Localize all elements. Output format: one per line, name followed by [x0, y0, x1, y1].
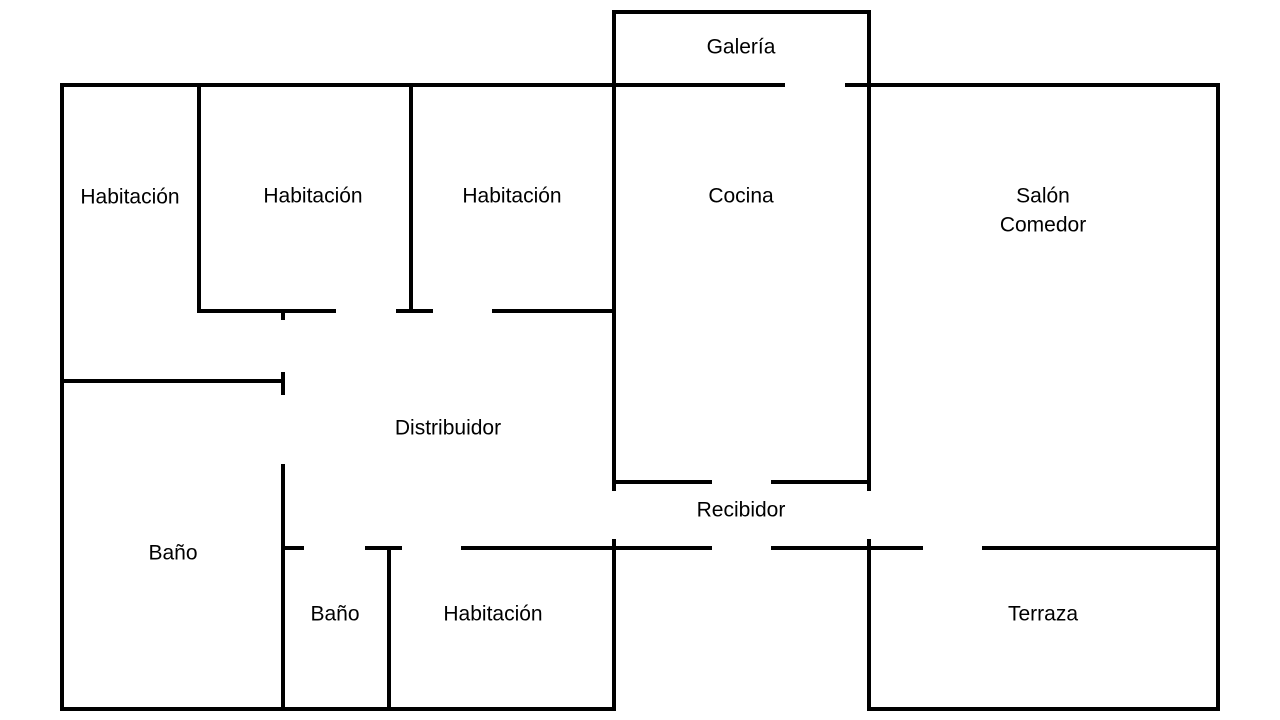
room-label-habitacion-2: Habitación — [263, 185, 362, 208]
room-label-habitacion-1: Habitación — [80, 186, 179, 209]
walls — [60, 10, 1220, 711]
room-label-salon: Salón — [1016, 185, 1070, 208]
room-label-recibidor: Recibidor — [697, 499, 786, 522]
room-labels: Galería Habitación Habitación Habitación… — [80, 36, 1086, 626]
room-label-bano-1: Baño — [148, 542, 197, 565]
room-label-habitacion-3: Habitación — [462, 185, 561, 208]
room-label-galeria: Galería — [707, 36, 776, 59]
room-label-habitacion-4: Habitación — [443, 603, 542, 626]
room-label-distribuidor: Distribuidor — [395, 417, 501, 440]
room-label-terraza: Terraza — [1008, 603, 1078, 626]
room-label-comedor: Comedor — [1000, 214, 1086, 237]
room-label-cocina: Cocina — [708, 185, 774, 208]
room-label-bano-2: Baño — [310, 603, 359, 626]
